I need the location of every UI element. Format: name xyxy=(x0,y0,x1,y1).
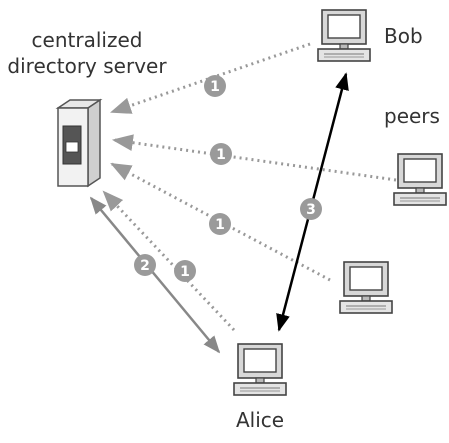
step-badge-3: 3 xyxy=(300,198,322,220)
peer-computer-icon xyxy=(393,153,447,206)
step-badge-1-bob: 1 xyxy=(204,75,226,97)
server-label-line1: centralized xyxy=(31,28,143,52)
step-badge-1-peer-right: 1 xyxy=(210,143,232,165)
svg-text:2: 2 xyxy=(140,258,150,274)
reply-arrow xyxy=(89,196,221,354)
svg-text:1: 1 xyxy=(216,147,226,163)
svg-text:1: 1 xyxy=(210,79,220,95)
bob-computer-icon xyxy=(317,9,371,62)
peer-computer-icon xyxy=(339,261,393,314)
alice-label: Alice xyxy=(236,408,285,432)
step-badge-2: 2 xyxy=(134,254,156,276)
step-badge-1-peer-middle: 1 xyxy=(209,213,231,235)
alice-computer-icon xyxy=(233,343,287,396)
svg-text:1: 1 xyxy=(215,217,225,233)
server-label-line2: directory server xyxy=(7,54,167,78)
svg-text:3: 3 xyxy=(306,202,316,218)
svg-text:1: 1 xyxy=(180,264,190,280)
query-arrow-alice xyxy=(102,190,236,332)
peers-label: peers xyxy=(384,104,440,128)
query-arrow-bob xyxy=(110,42,311,114)
bob-label: Bob xyxy=(384,24,423,48)
query-arrow-peer-right xyxy=(111,134,397,182)
directory-server-icon xyxy=(55,98,103,188)
query-arrow-peer-middle xyxy=(110,162,331,282)
step-badge-1-alice: 1 xyxy=(174,260,196,282)
